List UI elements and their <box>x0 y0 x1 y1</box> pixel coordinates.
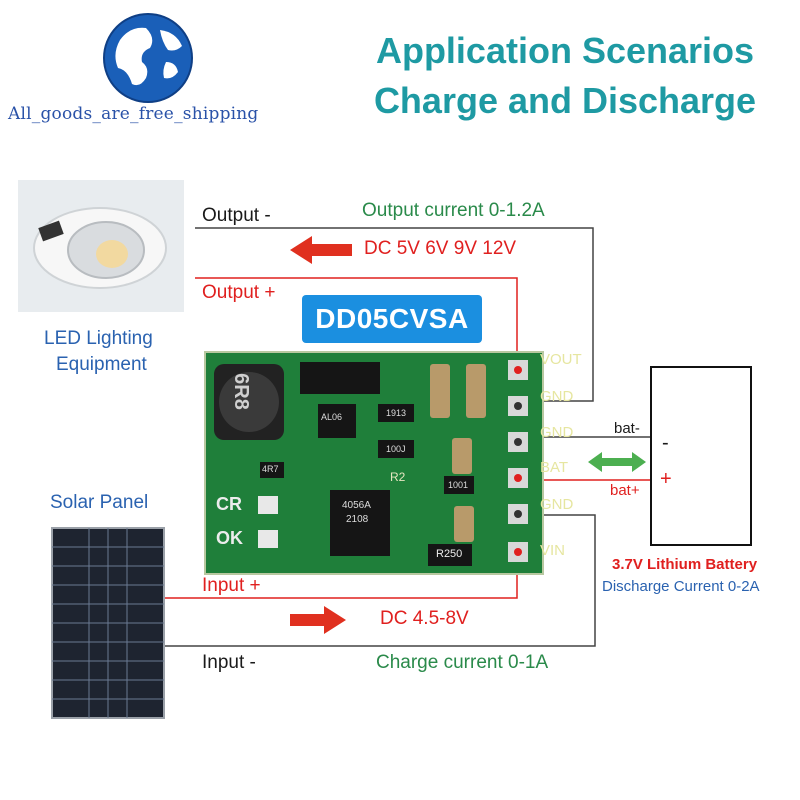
input-arrow <box>290 606 346 634</box>
resistor-mark-100j: 100J <box>386 444 406 454</box>
solar-panel-image <box>51 527 165 719</box>
input-plus-label: Input + <box>202 575 261 596</box>
pin-hole-5 <box>514 548 522 556</box>
title-line-1: Application Scenarios <box>375 30 755 71</box>
input-voltage-label: DC 4.5-8V <box>380 608 469 629</box>
resistor-mark-1001: 1001 <box>448 480 469 490</box>
silk-ok: OK <box>216 528 243 548</box>
output-plus-label: Output + <box>202 282 276 303</box>
solar-label: Solar Panel <box>50 492 149 513</box>
bat-plus-wire-label: bat+ <box>610 482 640 499</box>
led-label-line-1: LED Lighting <box>44 328 153 349</box>
battery-minus-sign: - <box>662 432 669 454</box>
ic-mark-2108: 2108 <box>346 514 369 525</box>
output-arrow <box>290 236 352 264</box>
brand-text: All_goods_are_free_shipping <box>8 104 259 124</box>
pin-hole-4 <box>514 510 522 518</box>
bat-minus-wire-label: bat- <box>614 420 640 437</box>
resistor-mark-1913: 1913 <box>386 408 407 418</box>
pin-hole-1 <box>514 402 522 410</box>
silk-cr: CR <box>216 494 242 514</box>
pin-label-bat: BAT <box>540 459 569 476</box>
battery-box <box>650 366 752 546</box>
bat-double-arrow <box>588 452 646 472</box>
input-minus-label: Input - <box>202 652 256 673</box>
pin-label-gnd-1: GND <box>540 388 574 405</box>
led-label-line-2: Equipment <box>56 354 147 375</box>
pcb-board <box>204 351 544 575</box>
pin-label-vout: VOUT <box>540 351 582 368</box>
pin-label-gnd-2: GND <box>540 424 574 441</box>
output-current-label: Output current 0-1.2A <box>362 200 545 221</box>
pin-label-vin: VIN <box>540 542 566 559</box>
pin-hole-2 <box>514 438 522 446</box>
output-minus-label: Output - <box>202 205 271 226</box>
resistor-mark-r250: R250 <box>436 548 463 560</box>
input-current-label: Charge current 0-1A <box>376 652 549 673</box>
inductor-mark: 6R8 <box>229 373 252 410</box>
resistor-mark-4r7: 4R7 <box>262 464 279 474</box>
battery-plus-sign: + <box>660 468 672 490</box>
model-badge: DD05CVSA <box>302 295 482 343</box>
silk-r2: R2 <box>390 470 406 484</box>
led-lamp-image <box>18 180 184 312</box>
globe-icon <box>103 13 193 103</box>
title-line-2: Charge and Discharge <box>373 80 757 121</box>
battery-name: 3.7V Lithium Battery <box>612 556 758 573</box>
pin-hole-0 <box>514 366 522 374</box>
ic-mark-4056a: 4056A <box>342 500 371 511</box>
pin-label-gnd-3: GND <box>540 496 574 513</box>
battery-discharge: Discharge Current 0-2A <box>602 578 760 595</box>
output-voltage-label: DC 5V 6V 9V 12V <box>364 238 517 259</box>
pin-hole-3 <box>514 474 522 482</box>
chip-mark-al06: AL06 <box>321 412 343 422</box>
